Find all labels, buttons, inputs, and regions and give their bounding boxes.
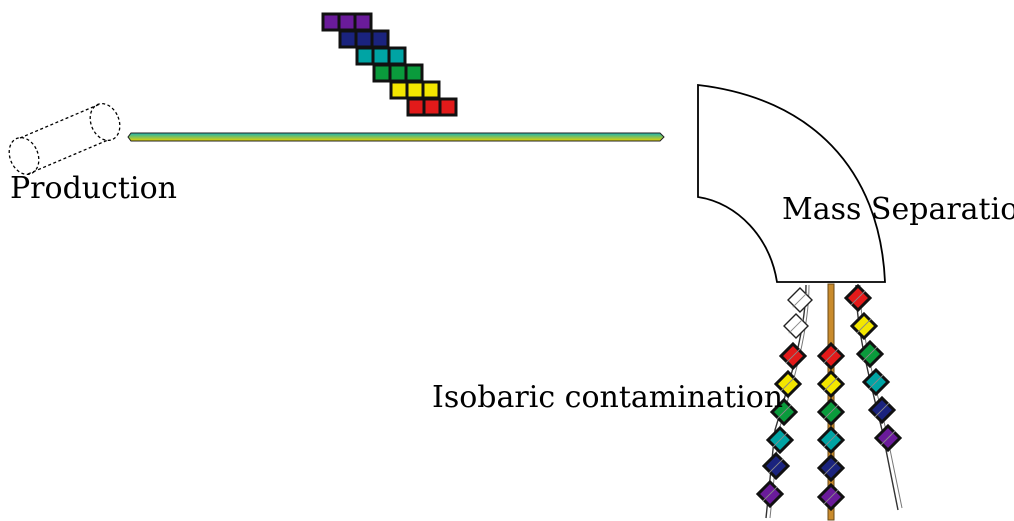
production-label: Production: [10, 171, 177, 206]
left-chain-diamond-strand: [776, 404, 792, 420]
middle-chain-diamond-strand: [823, 460, 839, 476]
nuclide-square-blue: [338, 29, 358, 49]
nuclide-square-teal: [387, 46, 407, 66]
left-chain-diamond-strand: [768, 458, 784, 474]
right-chain-diamond-strand: [850, 290, 866, 306]
right-chain-diamond-strand: [874, 402, 890, 418]
middle-chain-diamond-strand: [823, 404, 839, 420]
middle-chain-diamond-strand: [823, 432, 839, 448]
nuclide-square-blue: [354, 29, 374, 49]
left-chain-diamond-strand: [792, 292, 808, 308]
nuclide-square-teal: [355, 46, 375, 66]
nuclide-square-purple: [337, 12, 357, 32]
left-chain-diamond-strand: [762, 486, 778, 502]
mass-separation-label: Mass Separation: [782, 192, 1014, 227]
nuclide-square-green: [388, 63, 408, 83]
nuclide-square-purple: [321, 12, 341, 32]
nuclide-square-green: [372, 63, 392, 83]
nuclide-square-teal: [371, 46, 391, 66]
nuclide-square-yellow: [421, 80, 441, 100]
right-chain-diamond-strand: [868, 374, 884, 390]
right-chain-diamond-strand: [862, 346, 878, 362]
middle-chain-diamond-strand: [823, 489, 839, 505]
nuclide-square-green: [404, 63, 424, 83]
middle-chain-diamond-strand: [823, 348, 839, 364]
nuclide-square-red: [422, 97, 442, 117]
left-chain-diamond-strand: [780, 376, 796, 392]
right-chain-diamond-strand: [880, 430, 896, 446]
ion-staircase: [321, 12, 458, 117]
isobaric-contamination-label: Isobaric contamination: [432, 380, 783, 415]
nuclide-square-blue: [370, 29, 390, 49]
nuclide-square-red: [406, 97, 426, 117]
left-chain-diamond-strand: [785, 348, 801, 364]
nuclide-square-yellow: [405, 80, 425, 100]
right-chain-diamond-strand: [856, 318, 872, 334]
nuclide-square-red: [438, 97, 458, 117]
left-chain-diamond-strand: [788, 318, 804, 334]
nuclide-square-purple: [353, 12, 373, 32]
mass-separator-magnet: [697, 83, 886, 283]
middle-chain-diamond-strand: [823, 376, 839, 392]
left-chain-diamond-strand: [772, 432, 788, 448]
isobar-chains: [755, 283, 903, 512]
production-target-icon: [8, 102, 121, 176]
beam-line: [127, 132, 665, 142]
nuclide-square-yellow: [389, 80, 409, 100]
